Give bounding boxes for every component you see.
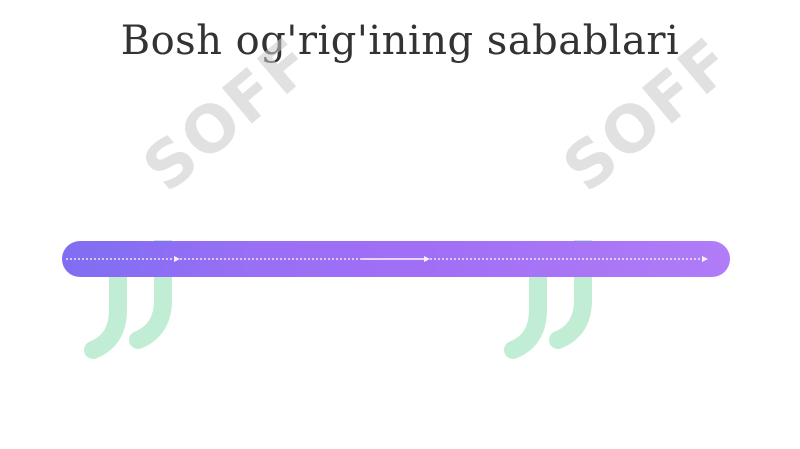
timeline-bar: [62, 241, 730, 277]
arrow-right-icon: [702, 256, 708, 262]
arrow-right-icon: [424, 256, 430, 262]
slide-title: Bosh og'rig'ining sabablari: [120, 18, 680, 64]
arrow-right-icon: [174, 256, 180, 262]
watermark-right: SOFF: [490, 24, 750, 359]
watermark-left: SOFF: [70, 24, 330, 359]
timeline-connector: [66, 256, 708, 262]
